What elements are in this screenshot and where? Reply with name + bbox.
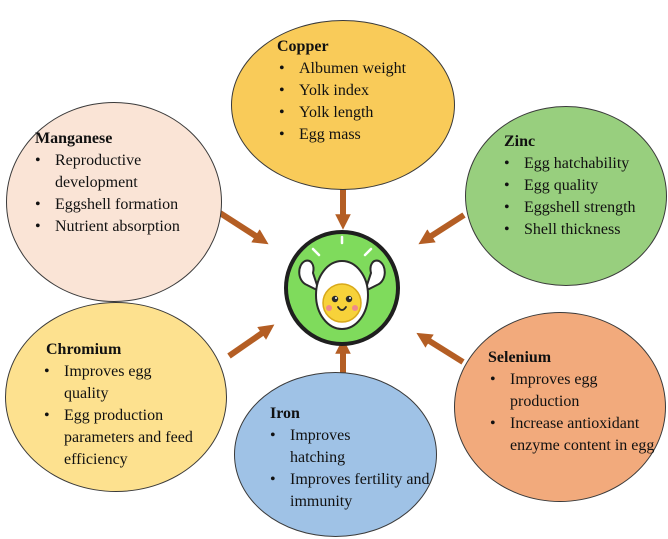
list-item: Eggshell formation [33, 194, 213, 216]
node-title: Selenium [488, 349, 552, 366]
node-title: Chromium [46, 341, 122, 358]
node-selenium: Selenium Improves egg production Increas… [454, 312, 666, 502]
node-iron: Iron Improves hatching Improves fertilit… [234, 372, 437, 537]
node-items: Reproductive development Eggshell format… [33, 150, 213, 238]
list-item: Egg production parameters and feed effic… [42, 405, 204, 471]
node-items: Improves egg production Increase antioxi… [488, 369, 663, 457]
list-item: Increase antioxidant enzyme content in e… [488, 413, 668, 457]
node-items: Improves hatching Improves fertility and… [268, 425, 438, 513]
arrow-selenium [416, 332, 465, 365]
list-item: Egg hatchability [502, 153, 668, 175]
arrow-zinc [418, 212, 466, 245]
arrow-manganese [218, 210, 269, 245]
node-manganese: Manganese Reproductive development Eggsh… [6, 102, 222, 302]
list-item: Reproductive development [33, 150, 165, 194]
node-title: Zinc [504, 133, 536, 150]
list-item: Eggshell strength [502, 197, 668, 219]
list-item: Yolk length [277, 102, 407, 124]
node-items: Improves egg quality Egg production para… [42, 361, 212, 471]
list-item: Egg mass [277, 124, 407, 146]
node-title: Copper [277, 38, 329, 55]
list-item: Albumen weight [277, 58, 407, 80]
center-image [283, 229, 401, 347]
node-items: Albumen weight Yolk index Yolk length Eg… [277, 58, 407, 146]
node-title: Iron [270, 405, 300, 422]
node-items: Egg hatchability Egg quality Eggshell st… [502, 153, 668, 241]
arrow-chromium [227, 324, 275, 359]
list-item: Shell thickness [502, 219, 668, 241]
node-zinc: Zinc Egg hatchability Egg quality Eggshe… [465, 106, 667, 286]
node-copper: Copper Albumen weight Yolk index Yolk le… [231, 20, 455, 190]
list-item: Improves egg quality [42, 361, 189, 405]
egg-mascot-icon [284, 230, 400, 346]
list-item: Improves egg production [488, 369, 620, 413]
list-item: Nutrient absorption [33, 216, 213, 238]
list-item: Improves fertility and immunity [268, 469, 440, 513]
list-item: Egg quality [502, 175, 668, 197]
list-item: Yolk index [277, 80, 407, 102]
node-title: Manganese [35, 130, 113, 147]
list-item: Improves hatching [268, 425, 390, 469]
node-chromium: Chromium Improves egg quality Egg produc… [5, 302, 227, 492]
